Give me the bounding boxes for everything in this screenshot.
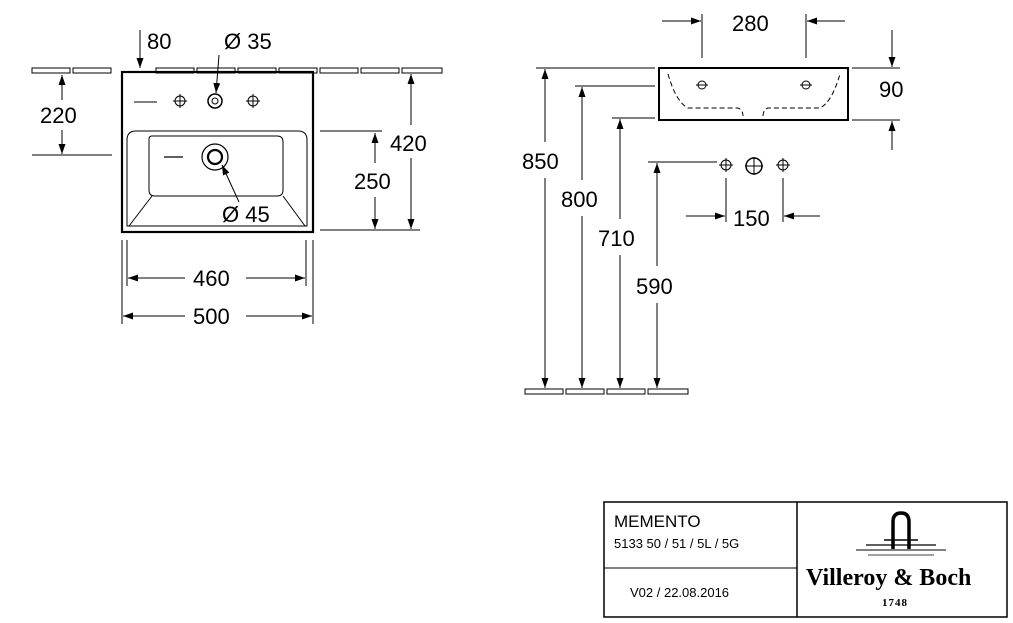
side-dimension-lines <box>541 17 896 388</box>
extension-lines <box>32 130 420 324</box>
dim-280-label: 280 <box>732 11 769 36</box>
dim-800-label: 800 <box>561 187 598 212</box>
version-date: V02 / 22.08.2016 <box>630 585 729 600</box>
top-view: 80 Ø 35 220 420 250 Ø 45 460 500 <box>31 29 443 329</box>
dim-710-label: 710 <box>598 226 635 251</box>
dim-500-label: 500 <box>193 304 230 329</box>
tap-holes <box>134 93 260 109</box>
drain-inner <box>206 148 224 166</box>
dim-90-label: 90 <box>879 77 903 102</box>
dim-drain-diameter-label: Ø 45 <box>222 202 270 227</box>
floor-line <box>524 388 689 395</box>
dim-220-label: 220 <box>40 103 77 128</box>
dimension-lines <box>58 30 415 320</box>
basin-outline <box>120 70 315 234</box>
dim-150-label: 150 <box>733 206 770 231</box>
dim-80-label: 80 <box>147 29 171 54</box>
title-block: MEMENTO 5133 50 / 51 / 5L / 5G V02 / 22.… <box>603 501 1008 618</box>
wall-tap-holes <box>719 157 790 175</box>
dim-590-label: 590 <box>636 274 673 299</box>
brand-name: Villeroy & Boch <box>806 565 971 591</box>
basin-inner-profile <box>667 73 841 117</box>
side-view: 280 90 850 800 710 590 150 <box>522 11 903 395</box>
dim-460-label: 460 <box>193 266 230 291</box>
article-numbers: 5133 50 / 51 / 5L / 5G <box>614 536 739 551</box>
brand-logo <box>856 511 946 556</box>
product-name: MEMENTO <box>614 512 701 531</box>
drain-outer <box>201 143 229 171</box>
dim-420-label: 420 <box>390 131 427 156</box>
bowl-inner <box>148 135 284 197</box>
tap-hole-center <box>207 93 223 109</box>
basin-profile <box>658 67 849 121</box>
bowl-outline <box>126 130 308 227</box>
dim-tap-hole-diameter-label: Ø 35 <box>224 29 272 54</box>
brand-year: 1748 <box>882 597 908 609</box>
faucet-icon <box>891 511 911 549</box>
side-extension-lines <box>536 14 900 222</box>
dim-850-label: 850 <box>522 149 559 174</box>
dim-250-label: 250 <box>354 169 391 194</box>
